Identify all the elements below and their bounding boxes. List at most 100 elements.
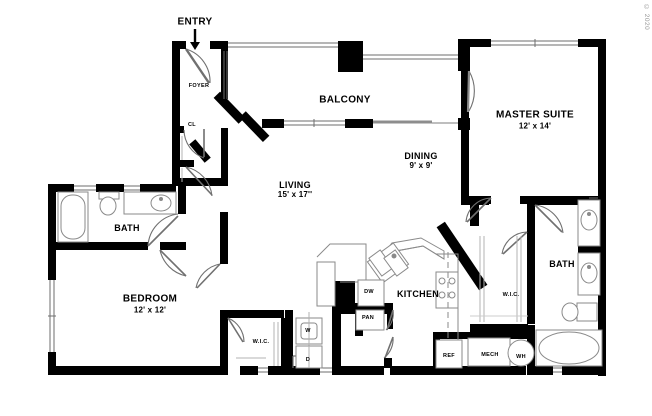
wall-bottom-seg2: [268, 366, 320, 375]
wall-rbath-diag: [436, 221, 488, 291]
kitchen-pan-box: [355, 309, 385, 331]
rbath-faucet-bottom: [587, 265, 591, 269]
tub-left-basin: [60, 194, 86, 240]
kitchen-range: [435, 271, 459, 309]
burner-c: [438, 291, 446, 299]
door-bed-wic-leaf: [227, 317, 244, 343]
windows-group: [48, 39, 598, 373]
wall-bathL-top-p3: [140, 184, 176, 192]
rbath-sink-top: [580, 209, 598, 231]
wall-bottom-seg4: [390, 366, 432, 375]
wall-closet-top: [172, 126, 184, 133]
wall-laundry-left: [285, 310, 293, 372]
wall-wic-bottom: [470, 324, 528, 332]
rbath-tub-basin: [538, 331, 600, 365]
door-master-wic-arc: [501, 231, 528, 255]
door-kitchen-leaf: [384, 336, 394, 359]
burner-a: [438, 277, 446, 285]
wall-kitchen-lower-left: [384, 358, 392, 368]
door-bathL-leaf: [147, 215, 179, 247]
wall-rbath-tub-ledge: [578, 245, 606, 253]
door-bedroom-leaf: [159, 249, 187, 277]
faucet-left: [159, 197, 163, 201]
door-master-wic-leaf: [502, 231, 528, 255]
wall-rbath-partition-top: [527, 196, 589, 205]
wall-balcony-pier-mid: [338, 41, 363, 72]
sink-left: [150, 194, 172, 212]
door-master-arc: [468, 70, 475, 112]
door-entry-arc: [185, 48, 211, 84]
wall-mech-top: [440, 332, 528, 339]
door-master-bath-arc: [465, 197, 492, 223]
water-heater-circle: [507, 339, 535, 367]
door-master-leaf: [466, 70, 471, 113]
kitchen-dw-box: [357, 279, 385, 307]
wall-bathL-right: [178, 184, 186, 214]
wall-bathL-bottom: [48, 242, 148, 250]
wall-bottom-seg8: [562, 366, 606, 375]
door-bedroom-arc: [159, 249, 187, 277]
rbath-toilet-bowl: [561, 302, 579, 322]
refrigerator-box: [435, 339, 463, 369]
wall-bathL-left: [48, 184, 56, 248]
door-hall-arc: [195, 263, 221, 289]
wall-balcony-diag-lower: [239, 111, 270, 143]
wall-rbath-partition: [527, 204, 535, 324]
copyright-notice: © 2020: [643, 4, 650, 31]
wall-bedroom-left-wind-a: [48, 266, 56, 280]
wall-master-right: [598, 39, 606, 202]
wall-rbath-top-left: [461, 196, 489, 205]
door-foyer-living-leaf: [185, 166, 213, 196]
door-rbath-arc: [534, 204, 564, 234]
wall-bedroom-left-top: [48, 250, 56, 268]
kitchen-cabinet-run: [316, 243, 367, 283]
wall-kitchen-block-b: [341, 303, 388, 314]
wall-bedroom-right-lower: [220, 310, 228, 370]
wall-closet-bottom: [172, 160, 194, 167]
wall-bottom-seg7: [527, 366, 553, 375]
door-foyer-living-arc: [185, 166, 213, 197]
rbath-faucet-top: [587, 212, 591, 216]
wall-bottom-seg3: [332, 366, 384, 375]
burner-b: [448, 277, 456, 285]
burner-d: [448, 291, 456, 299]
door-entry-leaf: [185, 48, 210, 84]
wall-balcony-pier-bm: [345, 119, 373, 128]
wall-closet-right: [189, 139, 211, 163]
wall-foyer-right-lower: [221, 128, 228, 186]
kitchen-counter-right: [436, 253, 459, 348]
door-bathL-arc: [147, 213, 179, 247]
kitchen-sink-bowl-b: [383, 249, 409, 277]
wall-master-left: [461, 71, 469, 197]
rbath-toilet-tank: [576, 302, 598, 322]
wall-laundry-right: [332, 290, 341, 372]
wall-bathL-bottom-right: [160, 242, 186, 250]
entry-arrow-icon: [190, 29, 200, 50]
fixtures-group: [57, 136, 603, 369]
door-rbath-leaf: [534, 204, 563, 233]
wall-bathL-top-p2: [96, 184, 124, 192]
wall-master-top-right: [578, 39, 606, 47]
mech-box: [467, 337, 511, 367]
kitchen-faucet: [391, 253, 397, 259]
wall-entry-header-right: [210, 41, 228, 49]
kitchen-cabinet-left: [316, 261, 336, 307]
wall-foyer-left: [172, 41, 180, 186]
wall-bedroom-closet-top: [228, 310, 284, 318]
wall-kitchen-block-a: [333, 281, 355, 307]
wall-bottom-seg1: [240, 366, 258, 375]
door-bed-wic-arc: [227, 317, 245, 343]
wall-master-top-left: [461, 39, 491, 47]
door-master-bath-leaf: [466, 197, 492, 223]
wall-bottom-seg5: [432, 366, 468, 375]
wall-rbath-right: [598, 196, 606, 376]
wall-bedroom-right: [220, 212, 228, 264]
toilet-left-bowl: [99, 196, 117, 216]
wall-balcony-diag-upper: [213, 91, 246, 124]
rbath-sink-bottom: [580, 262, 598, 284]
door-pantry-leaf: [386, 309, 394, 331]
wall-bedroom-bottom: [48, 366, 228, 375]
wall-wic-bed-right: [281, 318, 286, 370]
